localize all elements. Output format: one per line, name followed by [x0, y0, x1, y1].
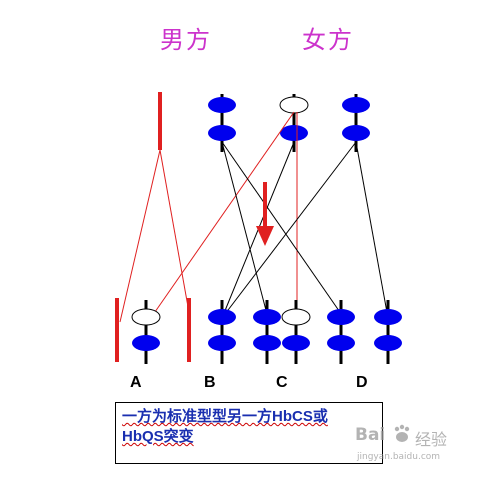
black-line-f1-to-c: [221, 141, 269, 319]
offspring-b: [208, 300, 281, 364]
male-red-chromosome: [158, 92, 162, 150]
black-line-f3-to-b: [221, 141, 357, 319]
caption-line-1: 一方为标准型型另一方HbCS或: [122, 408, 328, 425]
column-label-a: A: [130, 374, 142, 391]
baidu-paw-logo-icon: Bai: [355, 424, 410, 445]
column-label-d: D: [356, 374, 368, 391]
offspring-c: [281, 300, 311, 364]
black-line-f3-to-d: [355, 141, 389, 319]
baidu-watermark: Bai 经验 jingyan.baidu.com: [355, 420, 495, 470]
caption-box: 一方为标准型型另一方HbCS或 HbQS突变: [115, 402, 383, 464]
red-line-male-to-a-left: [119, 149, 161, 323]
black-line-f1-to-d: [221, 141, 345, 319]
red-line-female-to-a: [147, 111, 295, 323]
red-line-male-to-a-right: [159, 149, 191, 319]
watermark-brand-text: 经验: [415, 430, 448, 449]
offspring-d: [327, 300, 402, 364]
column-label-b: B: [204, 374, 216, 391]
column-label-c: C: [276, 374, 288, 391]
watermark-url: jingyan.baidu.com: [357, 452, 441, 462]
caption-line-2: HbQS突变: [122, 428, 194, 445]
red-arrow-down: [256, 182, 274, 246]
svg-text:Bai: Bai: [355, 425, 385, 445]
heading-female: 女方: [302, 26, 354, 54]
offspring-a: [115, 298, 191, 364]
heading-male: 男方: [160, 26, 212, 54]
